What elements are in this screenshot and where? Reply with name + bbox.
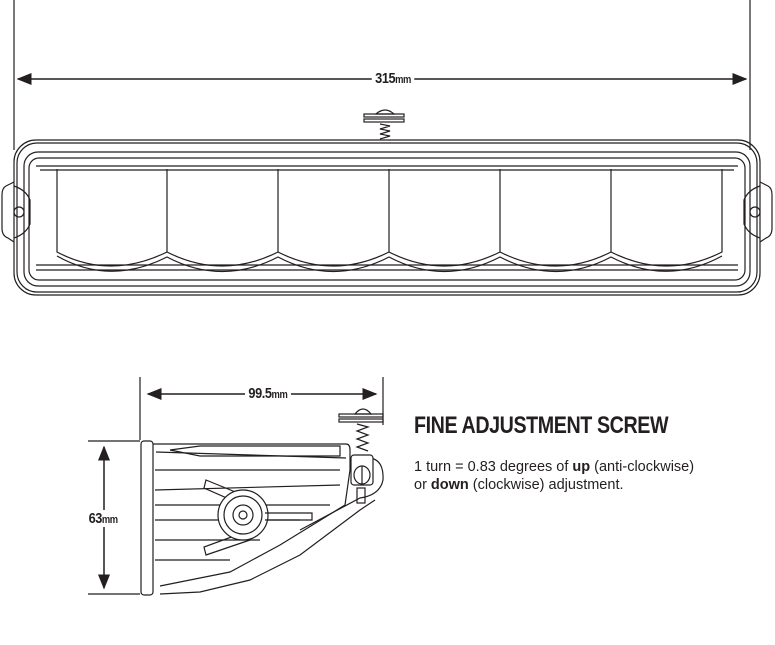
pivot-knob [203,479,313,556]
height-label: 63mm [85,510,122,527]
lens-row [56,169,723,272]
down-label: down [430,477,469,493]
height-value: 63 [88,510,103,527]
up-label: up [572,459,591,475]
light-bar-side-view [140,408,384,596]
depth-unit: mm [271,389,288,401]
light-bar-front-view [1,109,773,296]
width-value: 315 [375,70,396,87]
line2-prefix: or [414,477,431,493]
line2-suffix: (clockwise) adjustment. [468,477,624,493]
callout-description: 1 turn = 0.83 degrees of up (anti-clockw… [414,458,774,494]
width-unit: mm [395,74,411,86]
depth-value: 99.5 [248,385,272,402]
height-unit: mm [101,514,118,526]
callout-title: FINE ADJUSTMENT SCREW [414,412,669,439]
depth-label: 99.5mm [245,385,291,402]
line1-suffix: (anti-clockwise) [590,459,695,475]
width-label: 315mm [371,70,415,87]
line1-prefix: 1 turn = 0.83 degrees of [414,459,573,475]
adjustment-screw-top [363,109,405,140]
adjustment-screw-side [338,408,384,504]
